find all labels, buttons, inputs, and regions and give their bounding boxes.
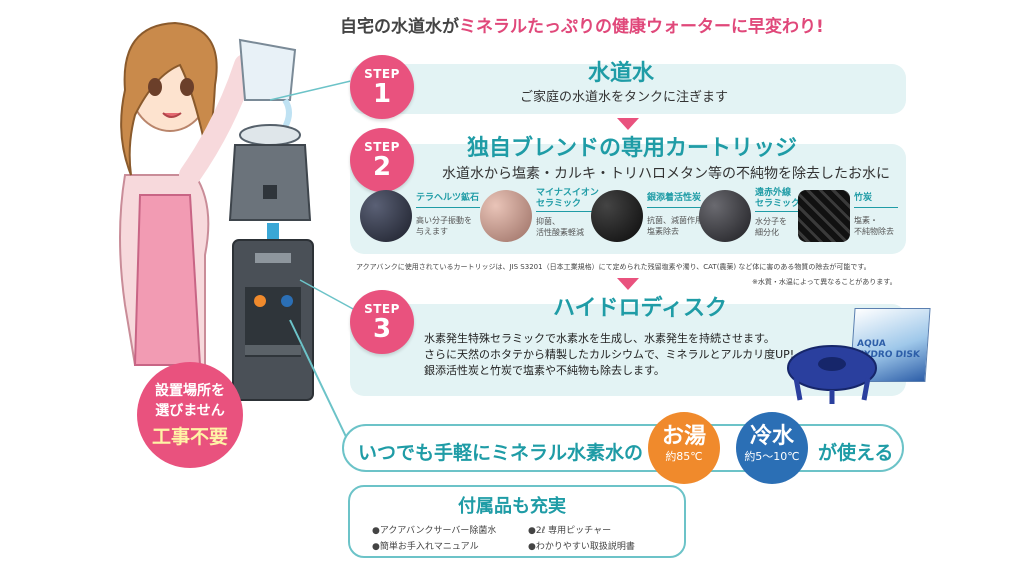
- material-desc1-terahertz: 高い分子振動を: [416, 216, 472, 225]
- step2-description: 水道水から塩素・カルキ・トリハロメタン等の不純物を除去したお水に: [442, 166, 890, 182]
- install-badge-line1: 設置場所を: [155, 383, 225, 399]
- step3-line-1: 水素発生特殊セラミックで水素水を生成し、水素発生を持続させます。: [424, 332, 775, 345]
- material-rule: [536, 211, 600, 212]
- material-desc1-ion-ceramic: 抑菌、: [536, 217, 560, 226]
- material-ball-terahertz: [360, 190, 412, 242]
- headline: 自宅の水道水がミネラルたっぷりの健康ウォーターに早変わり!: [340, 12, 900, 37]
- hot-water-label: お湯: [661, 424, 706, 449]
- material-name-silver-carbon: 銀添着活性炭: [647, 193, 702, 203]
- headline-prefix: 自宅の水道水が: [340, 17, 459, 37]
- hot-water-badge: お湯 約85℃: [648, 412, 720, 484]
- step1-panel: [350, 64, 906, 114]
- material-rule: [755, 211, 819, 212]
- install-badge-line2: 選びません: [155, 403, 225, 419]
- hot-cold-bar: [342, 424, 904, 472]
- step2-title: 独自ブレンドの専用カートリッジ: [467, 136, 798, 161]
- step1-description: ご家庭の水道水をタンクに注ぎます: [520, 90, 729, 105]
- material-desc2-silver-carbon: 塩素除去: [647, 227, 679, 236]
- step3-title: ハイドロディスク: [553, 296, 728, 321]
- material-desc1-far-infrared: 水分子を: [755, 217, 787, 226]
- cartridge-note: アクアバンクに使用されているカートリッジは、JIS S3201（日本工業規格）に…: [356, 263, 871, 271]
- material-ball-ion-ceramic: [480, 190, 532, 242]
- material-desc2-bamboo-charcoal: 不純物除去: [854, 227, 894, 236]
- accessories-title: 付属品も充実: [458, 496, 566, 517]
- connector-lines: [269, 79, 356, 446]
- material-name2-far-infrared: セラミックボール: [755, 199, 828, 209]
- step3-line-2: さらに天然のホタテから精製したカルシウムで、ミネラルとアルカリ度UP!: [424, 348, 795, 361]
- accessory-item: ●わかりやすい取扱説明書: [528, 542, 635, 552]
- cold-water-badge: 冷水 約5〜10℃: [736, 412, 808, 484]
- material-name-far-infrared: 遠赤外線: [755, 188, 792, 198]
- step2-badge-label: STEP: [364, 140, 400, 154]
- bar-text-right: が使える: [818, 442, 894, 464]
- step3-badge-label: STEP: [364, 302, 400, 316]
- step1-badge: STEP 1: [350, 55, 414, 119]
- step3-line-3: 銀添活性炭と竹炭で塩素や不純物も除去します。: [424, 364, 665, 377]
- material-rule: [647, 207, 711, 208]
- cold-water-temp: 約5〜10℃: [744, 450, 800, 463]
- accessory-item: ●アクアバンクサーバー除菌水: [372, 526, 497, 536]
- accessories-box: [348, 485, 686, 558]
- material-desc1-bamboo-charcoal: 塩素・: [854, 216, 878, 225]
- cartridge-note-2: ※水質・水温によって異なることがあります。: [752, 278, 897, 286]
- material-rule: [416, 207, 480, 208]
- material-ball-far-infrared: [699, 190, 751, 242]
- material-name-terahertz: テラヘルツ鉱石: [416, 193, 480, 203]
- step3-badge-number: 3: [372, 314, 392, 344]
- material-ball-bamboo-charcoal: [798, 190, 850, 242]
- step1-badge-label: STEP: [364, 67, 400, 81]
- step2-badge: STEP 2: [350, 128, 414, 192]
- install-badge: 設置場所を 選びません 工事不要: [137, 362, 243, 468]
- material-desc1-silver-carbon: 抗菌、減菌作用・: [647, 216, 711, 225]
- material-ball-silver-carbon: [591, 190, 643, 242]
- material-rule: [854, 207, 898, 208]
- material-desc2-far-infrared: 細分化: [755, 228, 779, 237]
- bar-text-left: いつでも手軽にミネラル水素水の: [358, 442, 644, 464]
- woman-with-water-server-illustration: [119, 21, 314, 401]
- step-arrow-2: [617, 278, 639, 290]
- hydro-disk-icon: [787, 345, 877, 404]
- material-desc2-ion-ceramic: 活性酸素軽減: [536, 228, 584, 237]
- step2-badge-number: 2: [372, 152, 392, 182]
- cold-water-label: 冷水: [749, 424, 794, 449]
- install-badge-line3: 工事不要: [151, 426, 228, 448]
- material-name-ion-ceramic: マイナスイオン: [536, 188, 599, 198]
- accessory-item: ●簡単お手入れマニュアル: [372, 542, 479, 552]
- material-name2-ion-ceramic: セラミック: [536, 199, 582, 209]
- headline-highlight: ミネラルたっぷりの健康ウォーターに早変わり!: [459, 17, 824, 37]
- accessory-item: ●2ℓ 専用ピッチャー: [528, 526, 612, 536]
- material-name-bamboo-charcoal: 竹炭: [854, 193, 873, 203]
- material-desc2-terahertz: 与えます: [416, 227, 448, 236]
- step3-badge: STEP 3: [350, 290, 414, 354]
- step1-title: 水道水: [588, 61, 655, 86]
- step-arrow-1: [617, 118, 639, 130]
- step1-badge-number: 1: [372, 79, 392, 109]
- hot-water-temp: 約85℃: [665, 450, 703, 463]
